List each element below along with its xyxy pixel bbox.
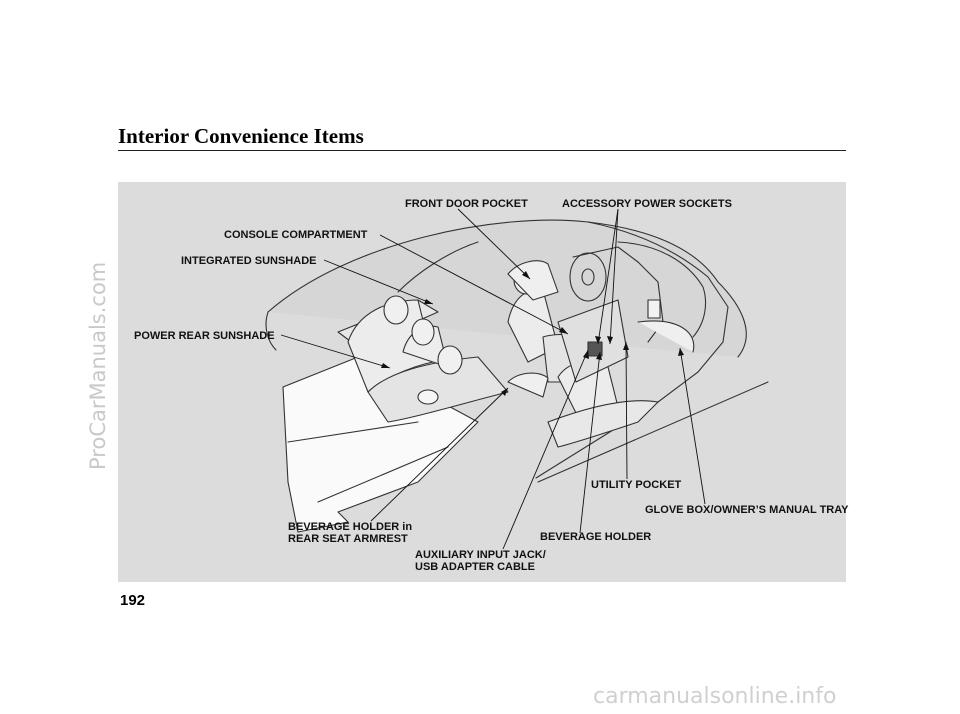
- bottom-watermark: carmanualsonline.info: [593, 684, 837, 709]
- callout-glove-box-owners-manual-tray: GLOVE BOX/OWNER’S MANUAL TRAY: [645, 504, 849, 516]
- page-title: Interior Convenience Items: [118, 124, 364, 148]
- callout-rear-beverage-holder: BEVERAGE HOLDER in REAR SEAT ARMREST: [288, 521, 412, 545]
- callout-auxiliary-input-jack-line2: USB ADAPTER CABLE: [415, 561, 535, 573]
- title-divider: [118, 150, 846, 151]
- callout-accessory-power-sockets: ACCESSORY POWER SOCKETS: [562, 198, 732, 210]
- callout-front-door-pocket: FRONT DOOR POCKET: [405, 198, 528, 210]
- page-number: 192: [120, 592, 146, 609]
- side-watermark: ProCarManuals.com: [86, 261, 110, 470]
- car-interior-drawing: [265, 208, 769, 550]
- callout-utility-pocket: UTILITY POCKET: [591, 479, 682, 491]
- callout-beverage-holder: BEVERAGE HOLDER: [540, 531, 652, 543]
- callout-console-compartment: CONSOLE COMPARTMENT: [224, 229, 368, 241]
- callout-rear-beverage-holder-line1: BEVERAGE HOLDER in: [288, 521, 413, 533]
- callout-rear-beverage-holder-line2: REAR SEAT ARMREST: [288, 533, 408, 545]
- callout-power-rear-sunshade: POWER REAR SUNSHADE: [134, 330, 275, 342]
- callout-auxiliary-input-jack: AUXILIARY INPUT JACK/ USB ADAPTER CABLE: [415, 549, 546, 573]
- interior-illustration: FRONT DOOR POCKET ACCESSORY POWER SOCKET…: [118, 182, 849, 582]
- callout-integrated-sunshade: INTEGRATED SUNSHADE: [181, 255, 317, 267]
- callout-auxiliary-input-jack-line1: AUXILIARY INPUT JACK/: [415, 549, 546, 561]
